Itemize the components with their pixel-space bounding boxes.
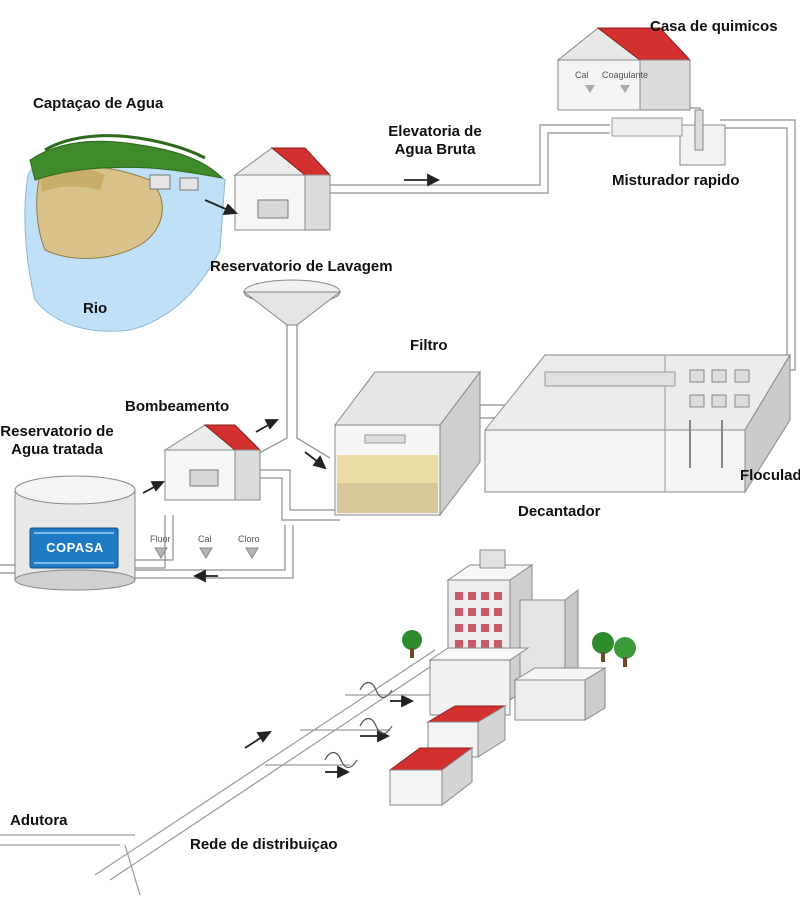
raw-water-pump-house — [233, 147, 332, 231]
dosing-drops — [154, 547, 259, 559]
label-captacao: Captaçao de Agua — [33, 95, 164, 112]
label-bombeamento: Bombeamento — [125, 398, 230, 415]
city-buildings — [388, 549, 636, 807]
label-reservatorio-tratada-wrap: Reservatorio de Agua tratada — [0, 423, 130, 463]
copasa-logo-text: COPASA — [46, 540, 104, 555]
settling-flocculation-block — [483, 353, 791, 494]
label-cloro: Cloro — [238, 534, 260, 544]
filter-tank — [333, 370, 482, 517]
label-rede-distribuicao: Rede de distribuiçao — [190, 836, 338, 853]
label-coagulante: Coagulante — [602, 70, 649, 80]
label-cal-bottom: Cal — [198, 534, 212, 544]
label-filtro: Filtro — [410, 337, 448, 354]
distribution-network — [0, 649, 449, 896]
label-fluor: Fluor — [150, 534, 171, 544]
label-elevatoria: Elevatoria de Agua Bruta — [388, 123, 482, 158]
pumping-house — [163, 424, 262, 501]
label-adutora: Adutora — [10, 812, 68, 829]
label-decantador: Decantador — [518, 503, 601, 520]
label-rio: Rio — [83, 300, 108, 317]
treated-water-tank — [14, 475, 136, 591]
label-floculador-wrap: Floculador — [740, 467, 800, 487]
rapid-mixer — [611, 109, 726, 166]
flow-arrows — [142, 173, 441, 779]
label-floculador: Floculador — [740, 467, 800, 484]
label-misturador: Misturador rapido — [612, 172, 740, 189]
chemical-house — [556, 27, 692, 111]
pipe-network — [0, 107, 796, 579]
label-casa-quimicos: Casa de quimicos — [650, 18, 778, 35]
river-intake-illustration — [24, 134, 226, 332]
label-cal-top: Cal — [575, 70, 589, 80]
label-reservatorio-tratada: Reservatorio de Agua tratada — [0, 423, 114, 458]
label-reservatorio-lavagem: Reservatorio de Lavagem — [210, 258, 393, 275]
wash-reservoir-tower — [242, 279, 342, 326]
